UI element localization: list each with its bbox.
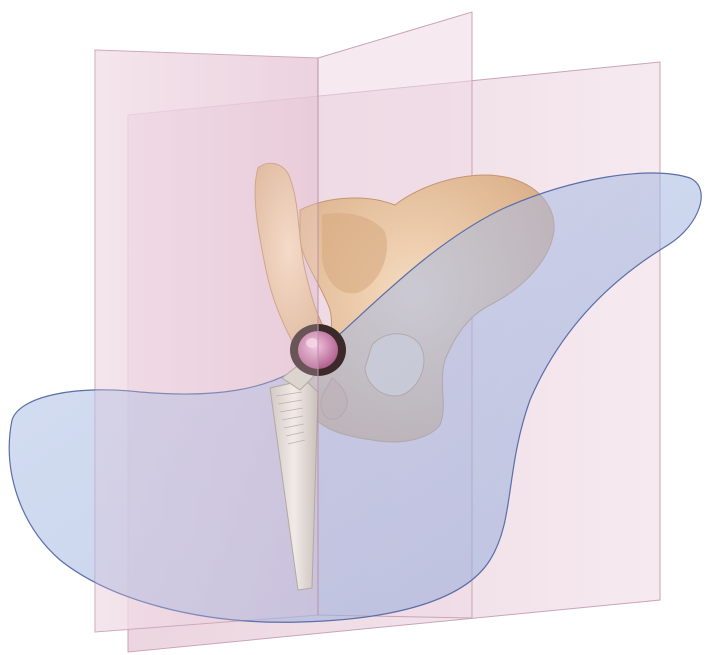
sagittal-plane-front: [95, 50, 318, 632]
